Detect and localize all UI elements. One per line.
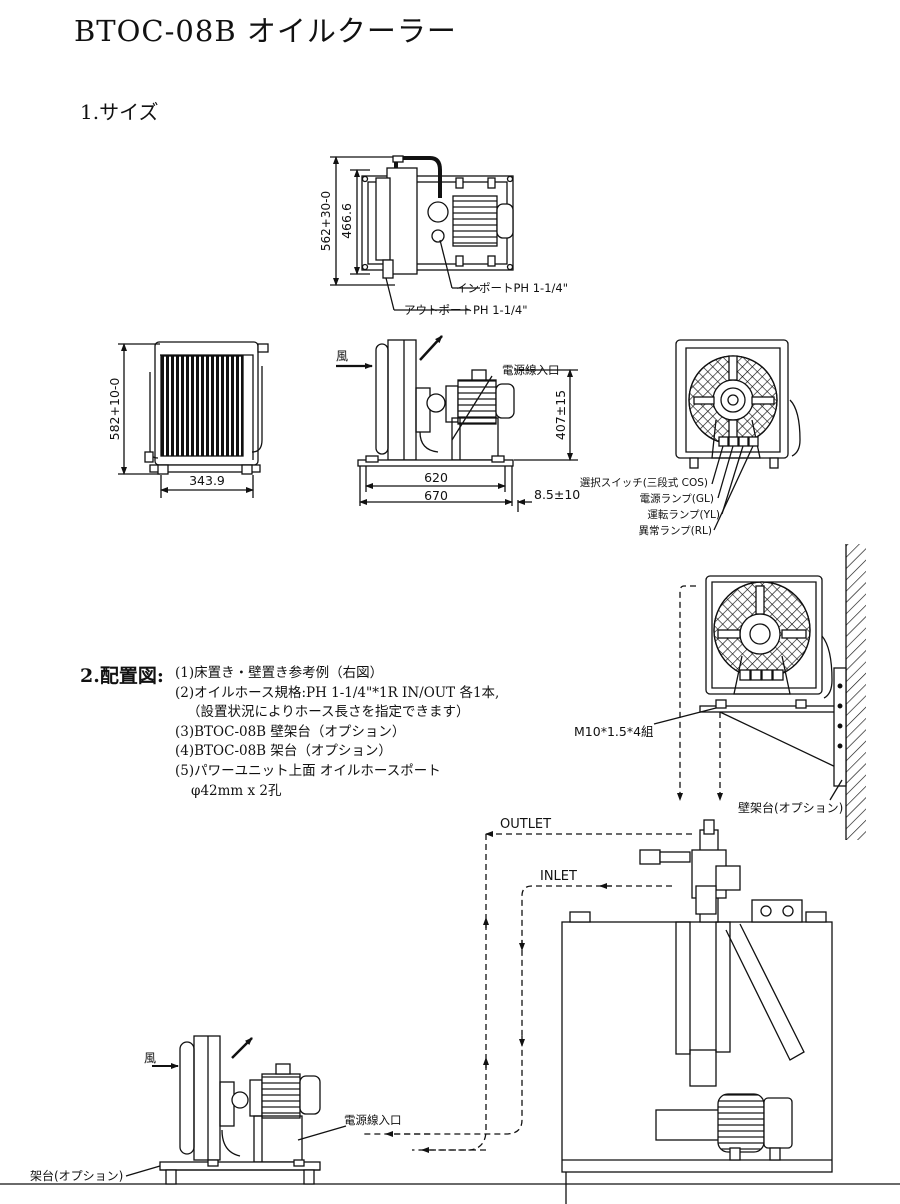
dim-620: 620 — [424, 470, 448, 485]
dim-562: 562+30-0 — [319, 191, 333, 251]
section-heading-size: 1.サイズ — [80, 100, 159, 124]
dim-8-5: 8.5±10 — [534, 487, 580, 502]
wind-label: 風 — [336, 349, 348, 363]
side-view — [336, 335, 578, 512]
stand-label: 架台(オプション) — [30, 1168, 123, 1183]
power-lamp-label: 電源ランプ(GL) — [640, 492, 714, 505]
hose-routing — [364, 831, 692, 1153]
hose-labels: OUTLET INLET — [500, 817, 577, 884]
note-2: (2)オイルホース規格:PH 1-1/4"*1R IN/OUT 各1本, — [175, 684, 500, 701]
floor-power-inlet-label: 電源線入口 — [344, 1113, 402, 1127]
inlet-label: INLET — [540, 869, 577, 884]
rear-view — [675, 339, 801, 531]
note-4: (3)BTOC-08B 壁架台（オプション） — [175, 723, 406, 740]
run-lamp-label: 運転ランプ(YL) — [647, 509, 720, 521]
note-1: (1)床置き・壁置き参考例（右図） — [175, 665, 384, 681]
outlet-label: OUTLET — [500, 817, 551, 832]
front-view — [118, 341, 269, 498]
bolt-label: M10*1.5*4組 — [574, 724, 654, 739]
note-6: (5)パワーユニット上面 オイルホースポート — [175, 762, 441, 779]
side-view-labels: 風 電源線入口 620 670 407±15 8.5±10 — [336, 349, 580, 503]
dim-343: 343.9 — [189, 473, 225, 488]
dim-670: 670 — [424, 488, 448, 503]
top-view — [330, 155, 514, 311]
note-5: (4)BTOC-08B 架台（オプション） — [175, 743, 392, 760]
dim-407: 407±15 — [553, 390, 568, 440]
power-inlet-label: 電源線入口 — [502, 363, 560, 377]
rear-view-labels: 選択スイッチ(三段式 COS) 電源ランプ(GL) 運転ランプ(YL) 異常ラン… — [580, 476, 720, 537]
floor-cooler-labels: 風 電源線入口 架台(オプション) — [30, 1051, 402, 1183]
out-port-label: アウトポートPH 1-1/4" — [404, 303, 528, 317]
floor-cooler — [0, 1035, 900, 1204]
note-3: （設置状況によりホース長さを指定できます） — [187, 704, 470, 721]
wall-mount-labels: M10*1.5*4組 壁架台(オプション) — [574, 724, 843, 815]
in-port-label: インポートPH 1-1/4" — [456, 281, 568, 295]
alarm-lamp-label: 異常ランプ(RL) — [638, 524, 712, 537]
page-title: BTOC-08B オイルクーラー — [74, 14, 457, 48]
layout-notes: (1)床置き・壁置き参考例（右図） (2)オイルホース規格:PH 1-1/4"*… — [175, 664, 499, 801]
top-view-labels: 562+30-0 466.6 インポートPH 1-1/4" アウトポートPH 1… — [319, 191, 568, 317]
switch-label: 選択スイッチ(三段式 COS) — [580, 476, 708, 489]
dim-466: 466.6 — [339, 203, 354, 239]
section-heading-layout: 2.配置図: — [80, 665, 164, 687]
front-view-labels: 582+10-0 343.9 — [107, 378, 225, 488]
note-7: φ42mm x 2孔 — [191, 782, 282, 799]
dim-582: 582+10-0 — [107, 378, 122, 441]
floor-wind-label: 風 — [144, 1051, 156, 1065]
power-unit — [561, 819, 833, 1173]
wall-bracket-label: 壁架台(オプション) — [738, 800, 843, 815]
wall-mount — [653, 544, 866, 840]
